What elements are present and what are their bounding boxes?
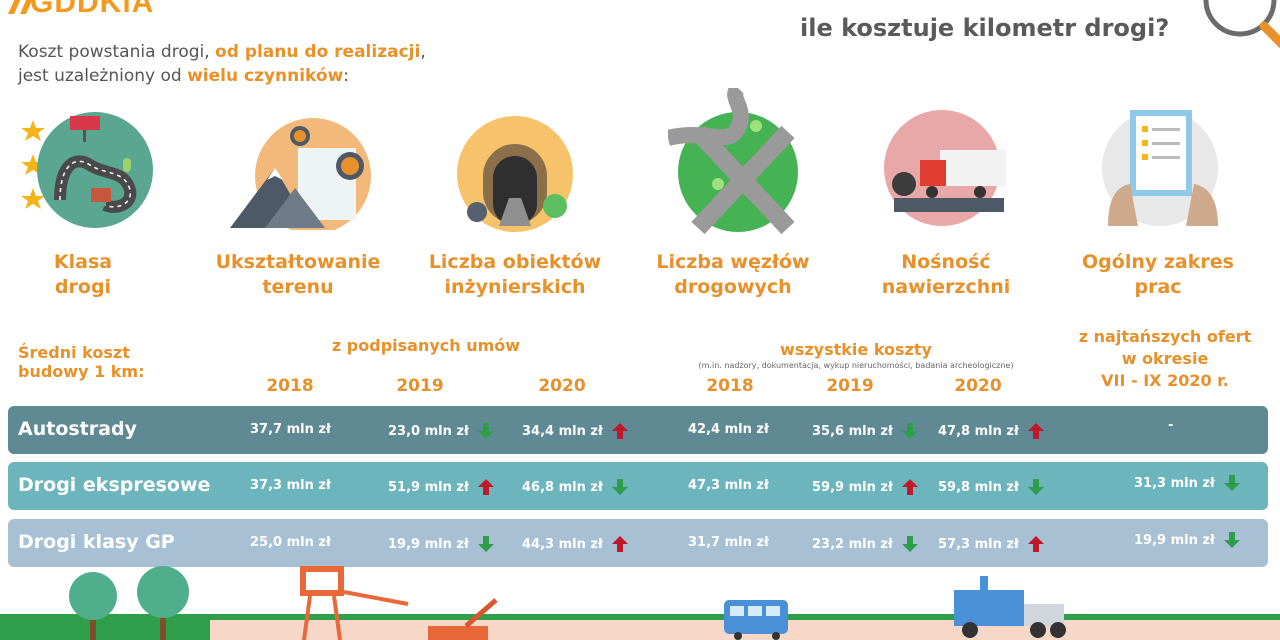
contract-cost-cell: 51,9 mln zł	[388, 478, 495, 496]
table-row	[8, 519, 1268, 567]
cost-value: 19,9 mln zł	[388, 536, 469, 552]
all-cost-cell: 47,8 mln zł	[938, 422, 1045, 440]
arrow-up-icon	[1027, 536, 1044, 552]
cost-value: 44,3 mln zł	[522, 536, 603, 552]
page-title: ile kosztuje kilometr drogi?	[800, 14, 1170, 42]
contract-cost-cell: 23,0 mln zł	[388, 422, 495, 440]
cost-value: -	[1168, 418, 1174, 433]
arrow-down-icon	[1223, 475, 1240, 491]
terrain-icon	[230, 118, 380, 234]
table-row	[8, 406, 1268, 454]
cost-value: 25,0 mln zł	[250, 535, 331, 550]
arrow-up-icon	[901, 479, 918, 495]
arrow-down-icon	[477, 536, 494, 552]
contract-cost-cell: 25,0 mln zł	[250, 535, 331, 550]
cost-value: 47,3 mln zł	[688, 478, 769, 493]
cost-value: 57,3 mln zł	[938, 536, 1019, 552]
row-label: Drogi ekspresowe	[18, 474, 211, 496]
year-all-2018: 2018	[706, 376, 754, 396]
truck-icon	[954, 576, 1066, 638]
cost-value: 31,3 mln zł	[1134, 475, 1215, 491]
cost-value: 23,0 mln zł	[388, 423, 469, 439]
arrow-down-icon	[901, 423, 918, 439]
arrow-down-icon	[1027, 479, 1044, 495]
year-contracts-2018: 2018	[266, 376, 314, 396]
table-row	[8, 462, 1268, 510]
arrow-up-icon	[611, 536, 628, 552]
all-cost-cell: 59,8 mln zł	[938, 478, 1045, 496]
arrow-down-icon	[901, 536, 918, 552]
year-all-2020: 2020	[954, 376, 1002, 396]
checklist-icon	[1098, 106, 1228, 230]
arrow-down-icon	[477, 423, 494, 439]
all-cost-cell: 57,3 mln zł	[938, 535, 1045, 553]
cost-value: 59,9 mln zł	[812, 479, 893, 495]
all-cost-cell: 31,7 mln zł	[688, 535, 769, 550]
group-header-all-costs-note: (m.in. nadzory, dokumentacja, wykup nier…	[698, 361, 1014, 370]
all-cost-cell: 35,6 mln zł	[812, 422, 919, 440]
cheapest-offer-cell: 19,9 mln zł	[1134, 531, 1241, 549]
group-header-all-costs: wszystkie koszty	[780, 340, 932, 359]
tunnel-icon	[455, 116, 575, 234]
year-all-2019: 2019	[826, 376, 874, 396]
arrow-up-icon	[611, 423, 628, 439]
year-contracts-2019: 2019	[396, 376, 444, 396]
cost-value: 34,4 mln zł	[522, 423, 603, 439]
cost-value: 37,7 mln zł	[250, 422, 331, 437]
cost-value: 35,6 mln zł	[812, 423, 893, 439]
cost-value: 23,2 mln zł	[812, 536, 893, 552]
intro-text: Koszt powstania drogi, od planu do reali…	[18, 42, 426, 86]
row-label: Drogi klasy GP	[18, 531, 175, 553]
cost-value: 47,8 mln zł	[938, 423, 1019, 439]
year-contracts-2020: 2020	[538, 376, 586, 396]
brand-logo: GDDKiA	[30, 0, 155, 19]
cost-value: 51,9 mln zł	[388, 479, 469, 495]
row-label: Autostrady	[18, 418, 137, 440]
load-capacity-icon	[880, 110, 1012, 230]
all-cost-cell: 59,9 mln zł	[812, 478, 919, 496]
cost-value: 37,3 mln zł	[250, 478, 331, 493]
contract-cost-cell: 44,3 mln zł	[522, 535, 629, 553]
contract-cost-cell: 19,9 mln zł	[388, 535, 495, 553]
group-header-contracts: z podpisanych umów	[331, 336, 521, 355]
contract-cost-cell: 34,4 mln zł	[522, 422, 629, 440]
contract-cost-cell: 37,7 mln zł	[250, 422, 331, 437]
cost-value: 59,8 mln zł	[938, 479, 1019, 495]
arrow-down-icon	[611, 479, 628, 495]
all-cost-cell: 23,2 mln zł	[812, 535, 919, 553]
cost-value: 31,7 mln zł	[688, 535, 769, 550]
cost-value: 42,4 mln zł	[688, 422, 769, 437]
cheapest-offer-cell: 31,3 mln zł	[1134, 474, 1241, 492]
cost-value: 19,9 mln zł	[1134, 532, 1215, 548]
bus-icon	[724, 600, 788, 640]
contract-cost-cell: 46,8 mln zł	[522, 478, 629, 496]
contract-cost-cell: 37,3 mln zł	[250, 478, 331, 493]
magnifier-icon	[1203, 0, 1280, 49]
cost-value: 46,8 mln zł	[522, 479, 603, 495]
arrow-up-icon	[1027, 423, 1044, 439]
crane-icon	[300, 566, 498, 640]
trees-icon	[69, 566, 189, 640]
road-class-icon	[15, 110, 155, 230]
arrow-up-icon	[477, 479, 494, 495]
arrow-down-icon	[1223, 532, 1240, 548]
logo-mark-icon	[8, 0, 33, 14]
all-cost-cell: 42,4 mln zł	[688, 422, 769, 437]
interchange-icon	[666, 82, 808, 235]
all-cost-cell: 47,3 mln zł	[688, 478, 769, 493]
cheapest-offer-cell: -	[1168, 418, 1173, 433]
